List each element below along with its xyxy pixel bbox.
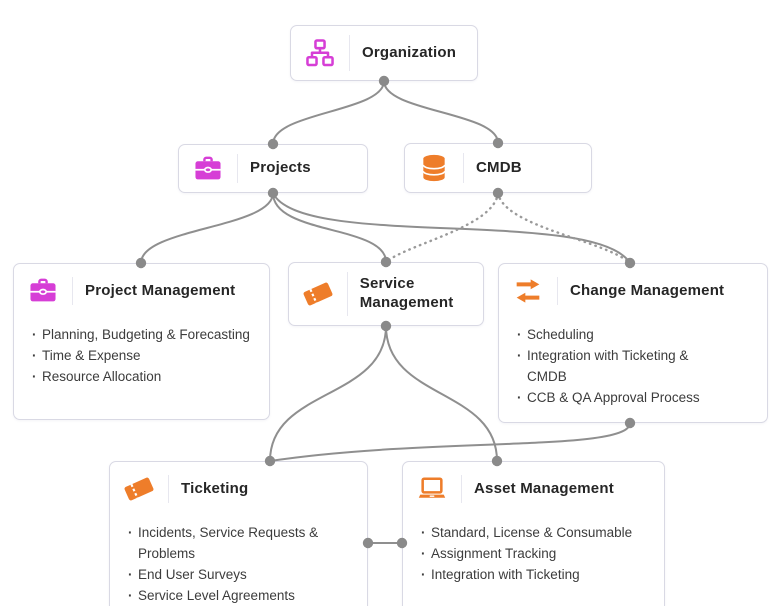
node-asset-management: Asset Management Standard, License & Con… xyxy=(402,461,665,606)
node-cmdb: CMDB xyxy=(404,143,592,193)
node-title: Change Management xyxy=(570,281,725,299)
node-organization: Organization xyxy=(290,25,478,81)
icon-divider xyxy=(237,154,238,183)
ticket-icon xyxy=(301,277,335,311)
bullet-item: Service Level Agreements xyxy=(127,585,327,606)
node-header: CMDB xyxy=(405,144,591,192)
node-title: CMDB xyxy=(476,158,522,176)
node-title: Asset Management xyxy=(474,479,614,497)
node-service-management: Service Management xyxy=(288,262,484,326)
node-ticketing: Ticketing Incidents, Service Requests & … xyxy=(109,461,368,606)
icon-divider xyxy=(461,475,462,503)
bullet-list: Standard, License & Consumable Assignmen… xyxy=(403,516,664,597)
edge-projects-to-project-management xyxy=(140,192,274,264)
node-projects: Projects xyxy=(178,144,368,193)
edge-projects-to-change-management xyxy=(272,192,631,264)
bullet-item: Resource Allocation xyxy=(31,366,255,387)
ticket-icon xyxy=(122,472,156,506)
edge-service-management-to-asset-management xyxy=(385,325,498,462)
bullet-list: Planning, Budgeting & Forecasting Time &… xyxy=(14,318,269,399)
node-header: Change Management xyxy=(499,264,767,318)
edge-cmdb-to-change-management xyxy=(496,191,632,265)
edge-change-management-to-ticketing xyxy=(269,422,631,462)
icon-divider xyxy=(168,475,169,503)
icon-divider xyxy=(72,277,73,305)
org-chart-icon xyxy=(303,36,337,70)
bullet-item: Scheduling xyxy=(516,324,712,345)
bullet-item: Integration with Ticketing & CMDB xyxy=(516,345,712,387)
edge-organization-to-projects xyxy=(272,80,385,145)
node-title: Organization xyxy=(362,43,457,61)
node-project-management: Project Management Planning, Budgeting &… xyxy=(13,263,270,420)
bullet-list: Incidents, Service Requests & Problems E… xyxy=(110,516,367,606)
node-title: Service Management xyxy=(359,275,454,311)
bullet-item: Time & Expense xyxy=(31,345,255,366)
swap-arrows-icon xyxy=(511,274,545,308)
briefcase-icon xyxy=(191,152,225,186)
laptop-icon xyxy=(415,472,449,506)
node-header: Ticketing xyxy=(110,462,367,516)
node-title: Project Management xyxy=(85,281,236,299)
node-header: Project Management xyxy=(14,264,269,318)
icon-divider xyxy=(349,35,350,71)
bullet-item: Assignment Tracking xyxy=(420,543,658,564)
node-header: Service Management xyxy=(289,263,483,325)
bullet-item: Standard, License & Consumable xyxy=(420,522,658,543)
icon-divider xyxy=(463,153,464,183)
icon-divider xyxy=(557,277,558,305)
node-title: Projects xyxy=(250,159,311,177)
bullet-item: End User Surveys xyxy=(127,564,327,585)
edge-projects-to-service-management xyxy=(272,192,387,263)
node-change-management: Change Management Scheduling Integration… xyxy=(498,263,768,423)
node-header: Projects xyxy=(179,145,367,192)
bullet-item: Incidents, Service Requests & Problems xyxy=(127,522,327,564)
briefcase-icon xyxy=(26,274,60,308)
bullet-list: Scheduling Integration with Ticketing & … xyxy=(499,318,767,420)
bullet-item: Planning, Budgeting & Forecasting xyxy=(31,324,255,345)
bullet-item: Integration with Ticketing xyxy=(420,564,658,585)
edge-organization-to-cmdb xyxy=(383,80,499,144)
node-title: Ticketing xyxy=(181,479,249,497)
database-icon xyxy=(417,151,451,185)
node-header: Organization xyxy=(291,26,477,80)
edge-cmdb-to-service-management xyxy=(384,191,500,264)
edge-service-management-to-ticketing xyxy=(269,325,387,462)
node-header: Asset Management xyxy=(403,462,664,516)
bullet-item: CCB & QA Approval Process xyxy=(516,387,712,408)
icon-divider xyxy=(347,272,348,316)
